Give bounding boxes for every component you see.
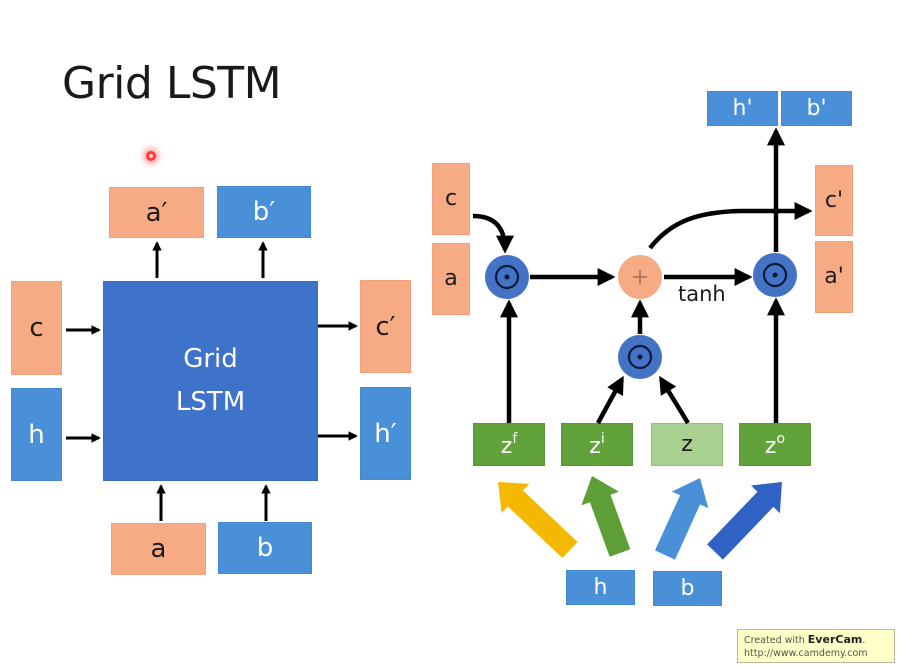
fat-arrow-to-zo (707, 482, 782, 560)
left-output-a-prime-label: a′ (145, 197, 168, 228)
right-output-c-prime-label: c' (824, 187, 844, 213)
gate-forget-label: zf (500, 430, 518, 459)
right-input-b: b (653, 571, 722, 606)
gate-output: zo (739, 423, 811, 466)
right-output-h-prime: h' (707, 91, 778, 126)
fat-arrow-to-z (655, 478, 709, 560)
left-output-h-prime-label: h′ (374, 418, 397, 449)
arrow-z-to-input-mult (659, 375, 690, 425)
evercam-watermark[interactable]: Created with EverCam. http://www.camdemy… (737, 629, 895, 663)
right-output-b-prime-label: b' (806, 95, 827, 121)
grid-lstm-block-line2: LSTM (175, 387, 246, 417)
left-output-c-prime: c′ (360, 280, 411, 373)
forget-multiply-op (485, 255, 529, 299)
gate-candidate: z (651, 423, 723, 466)
input-multiply-op (618, 335, 662, 379)
fat-arrow-to-zi (581, 476, 631, 557)
gate-candidate-label: z (681, 431, 693, 457)
gate-input-label: zi (589, 430, 605, 459)
gate-output-label: zo (764, 430, 786, 459)
add-op (618, 255, 662, 299)
tanh-label: tanh (678, 282, 726, 306)
left-output-b-prime: b′ (217, 186, 311, 238)
right-input-c: c (432, 163, 470, 235)
right-output-a-prime-label: a' (824, 264, 844, 289)
right-input-a-label: a (444, 266, 458, 291)
gate-forget: zf (473, 423, 545, 466)
right-input-a: a (432, 243, 470, 315)
grid-lstm-block: Grid LSTM (103, 281, 318, 481)
left-output-b-prime-label: b′ (252, 197, 276, 227)
arrow-zi-to-input-mult (596, 375, 624, 425)
right-output-h-prime-label: h' (732, 95, 753, 121)
watermark-url[interactable]: http://www.camdemy.com (744, 648, 868, 659)
watermark-brand: EverCam (807, 633, 863, 646)
grid-lstm-block-line1: Grid (183, 344, 238, 374)
left-output-a-prime: a′ (109, 187, 204, 238)
left-output-c-prime-label: c′ (375, 311, 396, 342)
left-input-a: a (111, 523, 206, 575)
right-input-b-label: b (680, 575, 695, 601)
watermark-prefix: Created with (744, 635, 808, 646)
left-input-b-label: b (256, 533, 274, 563)
left-input-b: b (218, 522, 312, 574)
arrow-add-to-c-prime (648, 202, 813, 250)
left-input-h-label: h (28, 419, 45, 450)
left-output-h-prime: h′ (360, 387, 411, 480)
right-input-h: h (566, 570, 635, 605)
left-input-h: h (11, 388, 62, 481)
slide-title: Grid LSTM (62, 58, 282, 109)
gate-input: zi (561, 423, 633, 466)
right-output-a-prime: a' (815, 241, 853, 313)
right-input-c-label: c (444, 186, 458, 211)
left-input-c-label: c (29, 313, 44, 343)
right-input-h-label: h (593, 574, 608, 600)
left-input-a-label: a (150, 534, 167, 564)
fat-arrow-to-zf (498, 482, 578, 558)
right-output-b-prime: b' (781, 91, 852, 126)
right-output-c-prime: c' (815, 165, 853, 236)
laser-pointer-dot (146, 151, 156, 161)
left-input-c: c (11, 281, 62, 375)
arrow-c-to-forget-mult (472, 213, 514, 254)
output-multiply-op (753, 253, 797, 297)
